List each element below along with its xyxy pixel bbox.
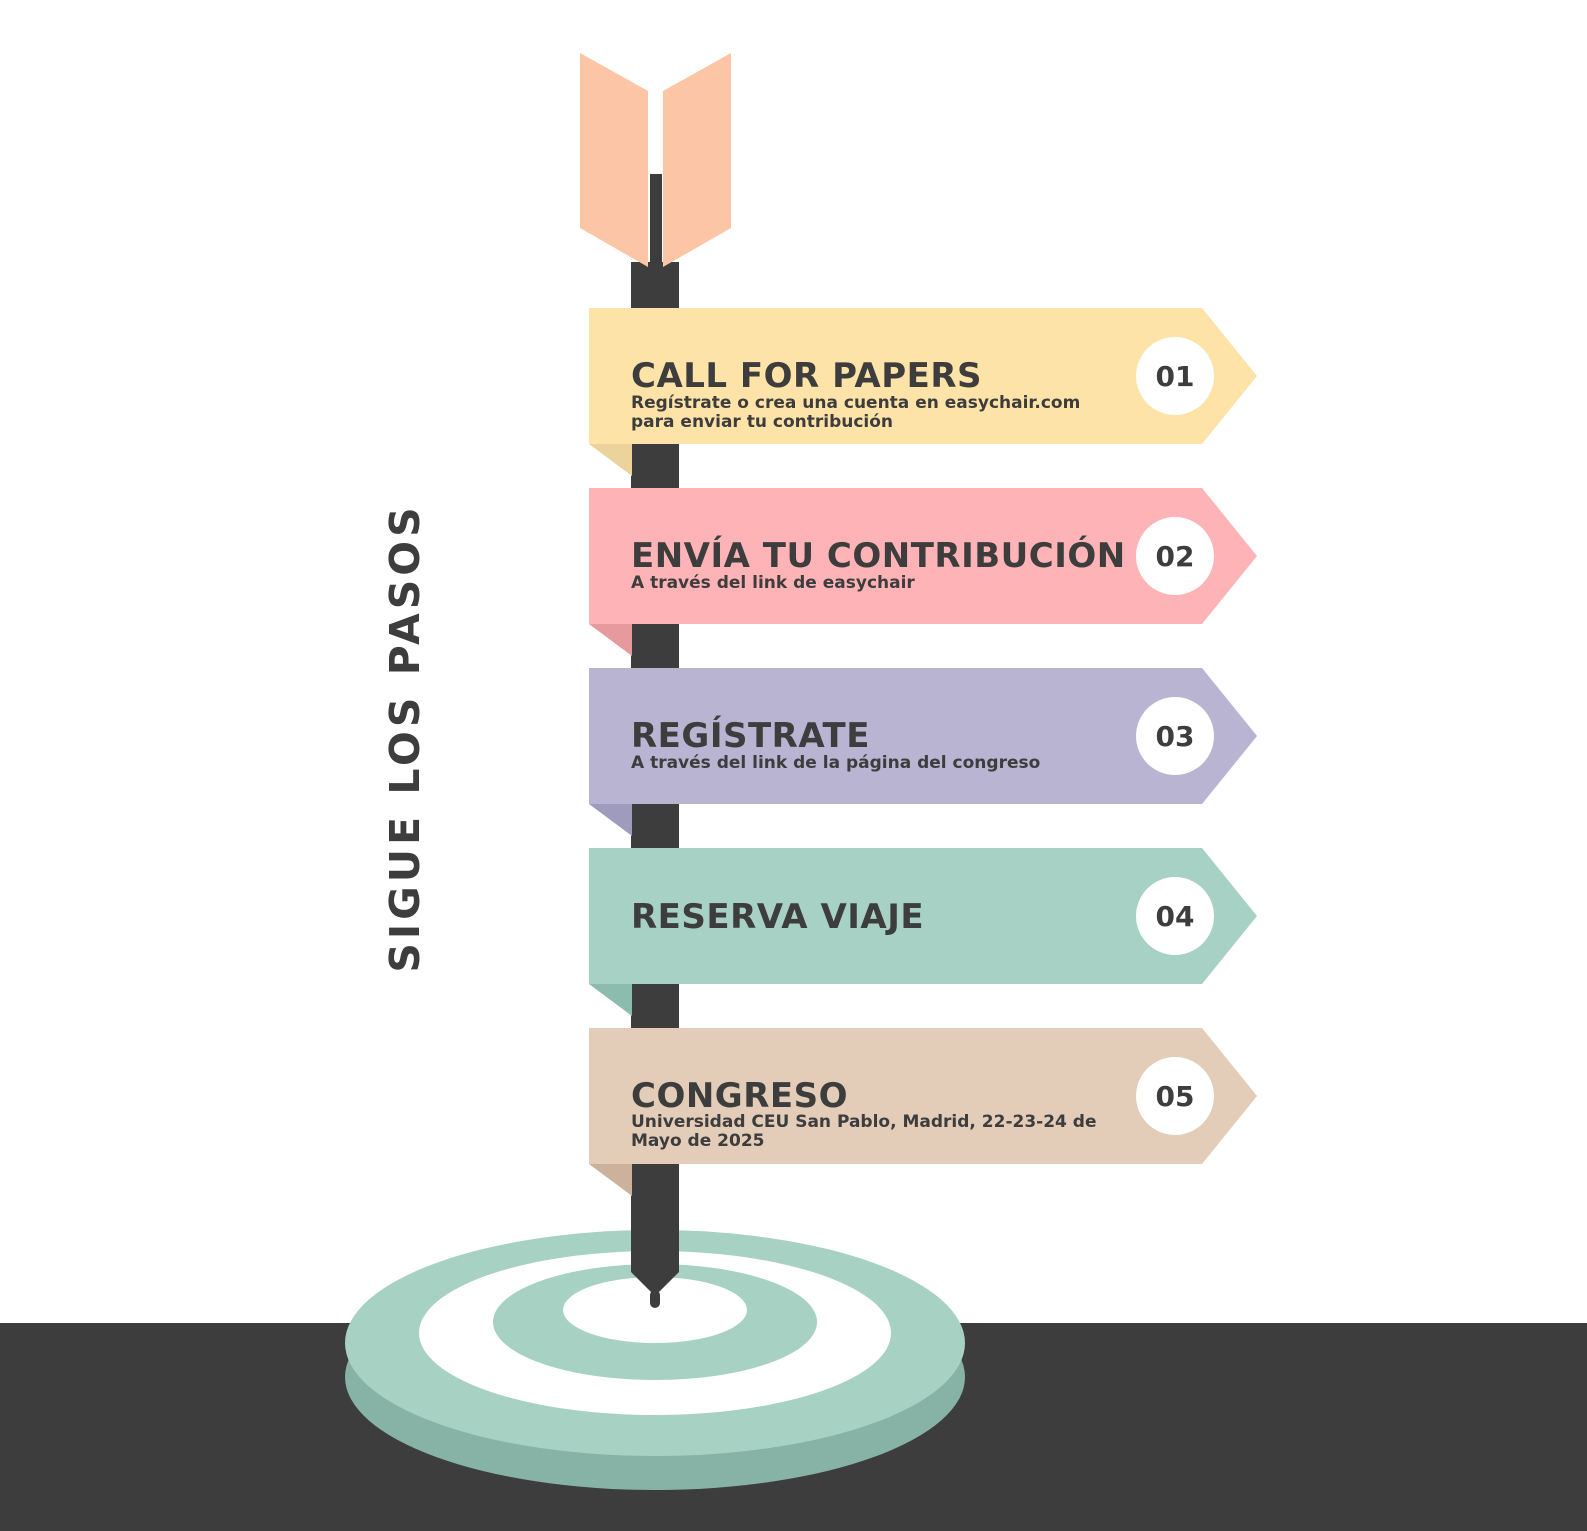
step-number: 04	[1155, 900, 1195, 933]
arrow-tip	[631, 1260, 679, 1296]
arrow-nock	[650, 174, 662, 274]
step-number: 01	[1155, 360, 1195, 393]
step-title: CONGRESO	[631, 1076, 849, 1116]
step-sign	[589, 848, 1257, 1016]
step-description-line: para enviar tu contribución	[631, 412, 894, 432]
arrow-tip-point	[650, 1290, 660, 1308]
sign-fold	[589, 444, 632, 476]
step-title: ENVÍA TU CONTRIBUCIÓN	[631, 536, 1126, 576]
step-sign	[589, 1028, 1257, 1196]
step-description-line: Universidad CEU San Pablo, Madrid, 22-23…	[631, 1112, 1097, 1132]
sign-body	[589, 1028, 1257, 1164]
sign-fold	[589, 984, 632, 1016]
step-number-badge	[1136, 337, 1214, 415]
arrow-fletching-left	[580, 53, 648, 267]
step-number-badge	[1136, 877, 1214, 955]
sign-body	[589, 488, 1257, 624]
step-sign	[589, 308, 1257, 476]
step-description-line: A través del link de la página del congr…	[631, 753, 1041, 773]
sign-fold	[589, 624, 632, 656]
sign-fold	[589, 804, 632, 836]
step-title: REGÍSTRATE	[631, 716, 870, 756]
sign-body	[589, 308, 1257, 444]
step-number-badge	[1136, 1057, 1214, 1135]
signs	[589, 308, 1257, 1196]
sign-fold	[589, 1164, 632, 1196]
target-bullseye	[563, 1277, 747, 1343]
step-number: 03	[1155, 720, 1195, 753]
sign-body	[589, 668, 1257, 804]
step-title: RESERVA VIAJE	[631, 897, 925, 937]
step-title: CALL FOR PAPERS	[631, 356, 983, 396]
side-title: SIGUE LOS PASOS	[381, 503, 429, 973]
step-number-badge	[1136, 697, 1214, 775]
step-description-line: Mayo de 2025	[631, 1131, 765, 1151]
sign-body	[589, 848, 1257, 984]
step-sign	[589, 668, 1257, 836]
arrow-fletching-right	[663, 53, 731, 267]
step-number: 02	[1155, 540, 1195, 573]
step-number: 05	[1155, 1080, 1195, 1113]
step-number-badge	[1136, 517, 1214, 595]
step-description-line: A través del link de easychair	[631, 573, 915, 593]
step-description-line: Regístrate o crea una cuenta en easychai…	[631, 393, 1081, 413]
step-sign	[589, 488, 1257, 656]
